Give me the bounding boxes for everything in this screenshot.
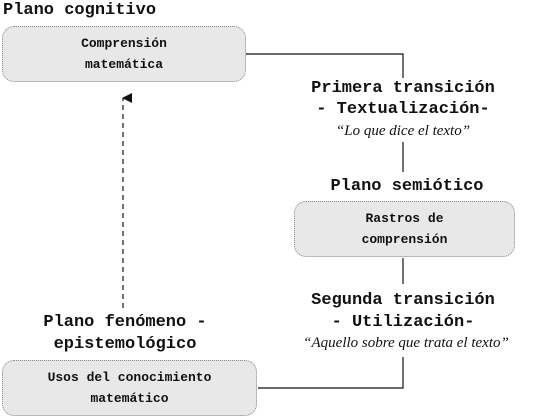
- phenomenal-box-line1: Usos del conocimiento: [47, 370, 212, 385]
- cognitive-box: Comprensión matemática: [2, 26, 246, 82]
- connector-cognitive-to-first-transition: [246, 53, 404, 78]
- semiotic-box: Rastros de comprensión: [294, 201, 515, 257]
- connector-second-transition-to-phenomenal: [258, 357, 404, 389]
- semiotic-plane-heading: Plano semiótico: [330, 177, 484, 196]
- cognitive-plane-heading: Plano cognitivo: [3, 1, 157, 20]
- phenomenal-box-line2: matemático: [90, 391, 169, 406]
- cognitive-box-line2: matemática: [84, 57, 163, 72]
- phenomenal-plane-heading-line2: epistemológico: [53, 335, 197, 354]
- phenomenal-plane-heading-line1: Plano fenómeno -: [43, 313, 207, 332]
- second-transition-line1: Segunda transición: [311, 291, 495, 310]
- phenomenal-box: Usos del conocimiento matemático: [2, 360, 257, 416]
- first-transition-line1: Primera transición: [311, 79, 495, 98]
- second-transition-quote: “Aquello sobre que trata el texto”: [303, 335, 509, 351]
- second-transition-line2: - Utilización-: [331, 313, 475, 332]
- cognitive-box-line1: Comprensión: [81, 36, 167, 51]
- first-transition-quote: “Lo que dice el texto”: [335, 123, 471, 139]
- semiotic-box-line1: Rastros de: [365, 211, 444, 226]
- first-transition-line2: - Textualización-: [316, 100, 490, 119]
- semiotic-box-line2: comprensión: [361, 232, 448, 247]
